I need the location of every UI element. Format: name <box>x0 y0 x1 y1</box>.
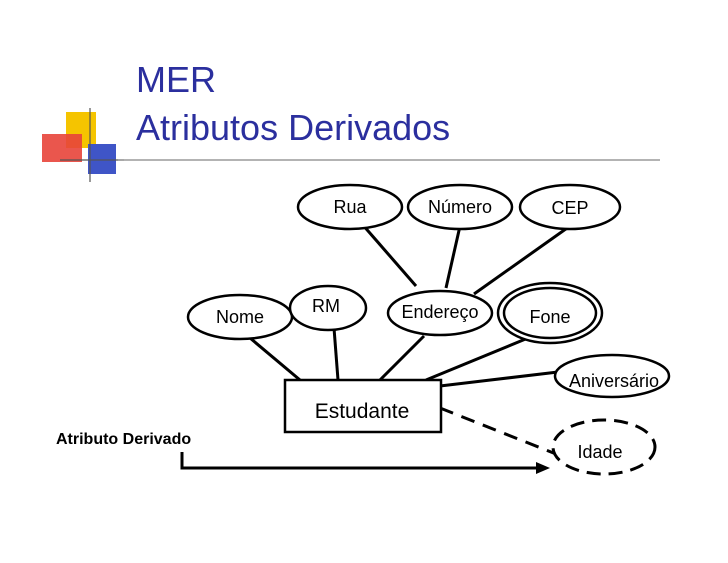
label-numero: Número <box>428 197 492 217</box>
attribute-cep <box>518 183 622 231</box>
entity-estudante <box>283 378 443 434</box>
label-nome: Nome <box>216 307 264 327</box>
line-rua-endereco <box>360 223 418 287</box>
line-estudante-idade-dashed <box>439 406 557 456</box>
annotation-arrowhead <box>536 462 550 474</box>
attribute-fone-inner <box>502 286 598 340</box>
logo-blue-square <box>88 144 116 174</box>
label-cep: CEP <box>551 198 588 218</box>
label-aniversario: Aniversário <box>569 371 659 391</box>
line-cep-endereco <box>473 224 571 296</box>
attribute-idade-derived <box>551 418 657 476</box>
line-aniversario-estudante <box>439 370 559 388</box>
line-rm-estudante <box>332 327 340 381</box>
attribute-aniversario <box>553 353 671 399</box>
label-rua: Rua <box>333 197 367 217</box>
attribute-endereco <box>386 289 494 337</box>
label-endereco: Endereço <box>401 302 478 322</box>
attribute-rua <box>296 183 404 231</box>
label-estudante: Estudante <box>315 400 410 423</box>
logo-red-square <box>42 134 82 162</box>
annotation-label: Atributo Derivado <box>56 431 191 448</box>
annotation-arrow-line <box>180 452 538 470</box>
slide-logo <box>42 108 124 182</box>
attribute-ellipses <box>186 183 671 399</box>
slide-title: MER <box>136 59 216 100</box>
line-endereco-estudante <box>378 334 426 382</box>
label-idade: Idade <box>577 442 622 462</box>
attribute-numero <box>406 183 514 231</box>
attribute-rm <box>288 284 368 332</box>
line-fone-estudante <box>425 336 529 382</box>
label-rm: RM <box>312 296 340 316</box>
relationship-lines <box>249 223 571 388</box>
line-numero-endereco <box>444 225 462 289</box>
slide-subtitle: Atributos Derivados <box>136 107 451 148</box>
line-nome-estudante <box>249 336 301 382</box>
label-fone: Fone <box>529 307 570 327</box>
diagram-labels: Rua Número CEP Nome RM Endereço Fone Ani… <box>216 197 659 462</box>
